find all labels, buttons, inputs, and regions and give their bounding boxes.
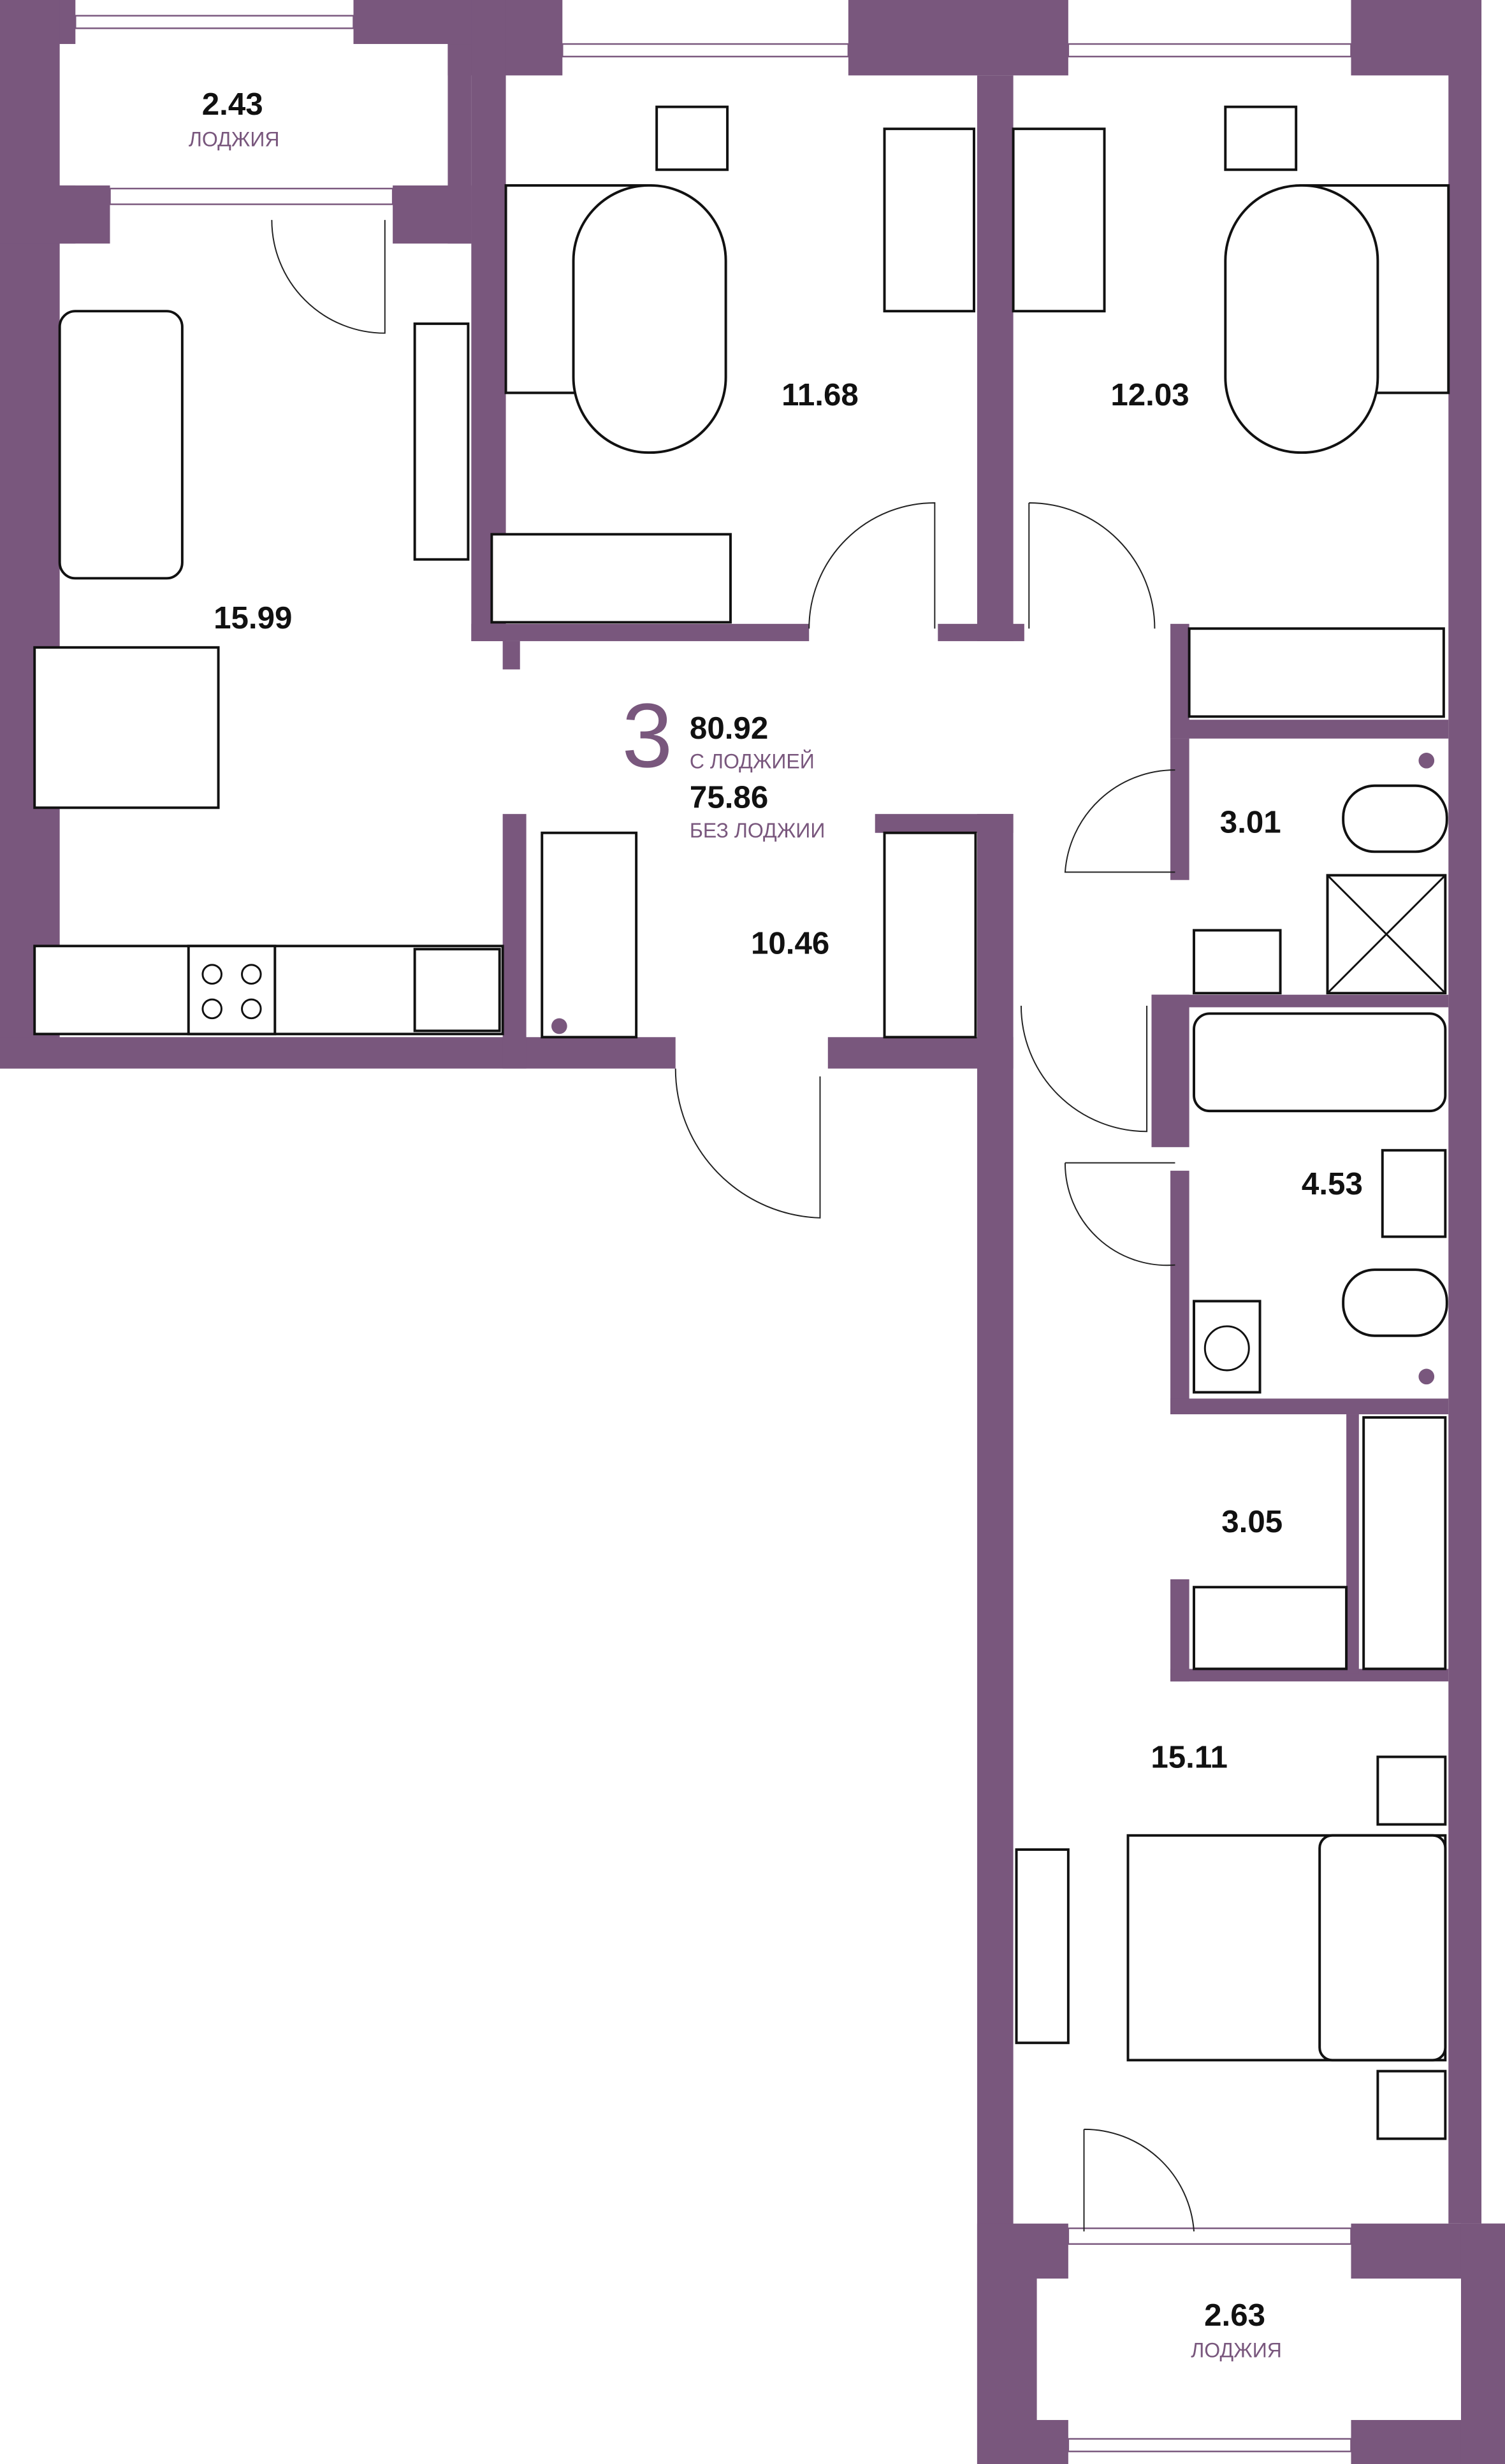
loggia-boxes (59, 44, 1461, 2420)
loggia-top-area: 2.43 (202, 87, 263, 122)
apartment-summary: 3 80.92 С ЛОДЖИЕЙ 75.86 БЕЗ ЛОДЖИИ (622, 685, 825, 842)
room-labels: 2.43 ЛОДЖИЯ 11.68 12.03 15.99 10.46 3.01… (189, 87, 1363, 2361)
bedroom-1-area: 11.68 (782, 377, 859, 412)
closet-area: 3.05 (1221, 1504, 1283, 1539)
doors (271, 220, 1195, 2232)
bedroom-3-area: 15.11 (1151, 1740, 1228, 1775)
furniture (33, 105, 1450, 2140)
bathroom-area: 4.53 (1302, 1166, 1363, 1201)
rooms-count: 3 (622, 685, 673, 786)
hallway-area: 10.46 (751, 926, 829, 961)
toilet-area: 3.01 (1220, 805, 1281, 840)
total-with-loggia: 80.92 (690, 711, 768, 746)
total-without-loggia: 75.86 (690, 779, 768, 815)
living-kitchen-area: 15.99 (214, 600, 292, 635)
without-loggia-label: БЕЗ ЛОДЖИИ (690, 819, 825, 842)
with-loggia-label: С ЛОДЖИЕЙ (690, 750, 815, 773)
bedroom-2-area: 12.03 (1110, 377, 1189, 412)
loggia-bottom-label: ЛОДЖИЯ (1191, 2338, 1282, 2361)
windows (75, 15, 1352, 2453)
loggia-bottom-area: 2.63 (1204, 2298, 1265, 2333)
loggia-top-label: ЛОДЖИЯ (189, 127, 280, 150)
